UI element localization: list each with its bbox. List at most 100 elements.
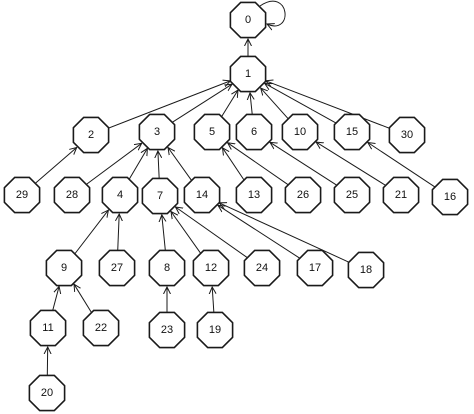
node-26: 26 — [284, 176, 322, 214]
edges — [34, 0, 437, 377]
node-shape — [235, 113, 273, 151]
edge-12-to-7 — [171, 212, 202, 255]
node-11: 11 — [29, 309, 67, 347]
node-20: 20 — [28, 374, 66, 412]
node-label: 6 — [251, 126, 257, 138]
node-label: 11 — [42, 322, 53, 334]
node-label: 14 — [196, 189, 208, 201]
node-28: 28 — [53, 176, 91, 214]
node-label: 30 — [401, 129, 413, 141]
edge-28-to-3 — [85, 143, 142, 186]
node-shape — [431, 178, 469, 216]
node-label: 2 — [88, 129, 94, 141]
node-shape — [388, 116, 426, 154]
node-shape — [347, 251, 385, 289]
node-label: 15 — [346, 126, 358, 138]
edge-21-to-10 — [316, 142, 387, 187]
node-shape — [243, 249, 281, 287]
node-label: 10 — [294, 126, 306, 138]
node-shape — [82, 309, 120, 347]
node-shape — [148, 249, 186, 287]
edge-24-to-7 — [176, 207, 249, 259]
node-label: 26 — [297, 189, 309, 201]
node-label: 22 — [95, 322, 107, 334]
edge-8-to-7 — [162, 215, 166, 252]
node-shape — [281, 113, 319, 151]
node-label: 3 — [154, 126, 160, 138]
node-label: 5 — [209, 126, 215, 138]
node-2: 2 — [72, 116, 110, 154]
edge-19-to-12 — [212, 287, 214, 314]
node-shape — [296, 249, 334, 287]
node-label: 27 — [111, 262, 123, 274]
node-6: 6 — [235, 113, 273, 151]
edge-10-to-1 — [261, 88, 290, 120]
node-label: 9 — [61, 262, 67, 274]
node-21: 21 — [382, 176, 420, 214]
node-19: 19 — [196, 311, 234, 349]
node-shape — [141, 177, 179, 215]
node-shape — [284, 176, 322, 214]
node-label: 24 — [256, 262, 268, 274]
node-label: 28 — [66, 189, 78, 201]
node-shape — [138, 113, 176, 151]
node-shape — [53, 176, 91, 214]
edge-13-to-5 — [223, 148, 246, 182]
edge-11-to-9 — [51, 286, 59, 312]
edge-6-to-1 — [250, 93, 252, 116]
node-22: 22 — [82, 309, 120, 347]
node-14: 14 — [183, 176, 221, 214]
node-18: 18 — [347, 251, 385, 289]
node-7: 7 — [141, 177, 179, 215]
node-12: 12 — [192, 249, 230, 287]
node-label: 8 — [164, 262, 170, 274]
node-24: 24 — [243, 249, 281, 287]
node-30: 30 — [388, 116, 426, 154]
edge-16-to-15 — [368, 143, 437, 189]
node-1: 1 — [229, 55, 267, 93]
node-label: 20 — [41, 387, 53, 399]
node-shape — [229, 1, 267, 39]
node-shape — [382, 176, 420, 214]
edge-14-to-3 — [168, 148, 193, 182]
node-25: 25 — [333, 176, 371, 214]
node-shape — [333, 176, 371, 214]
node-shape — [148, 311, 186, 349]
node-label: 17 — [309, 262, 321, 274]
node-4: 4 — [101, 176, 139, 214]
node-17: 17 — [296, 249, 334, 287]
edge-26-to-5 — [228, 143, 290, 186]
node-13: 13 — [235, 176, 273, 214]
node-label: 21 — [395, 189, 407, 201]
edge-7-to-3 — [158, 151, 159, 180]
edge-22-to-9 — [74, 284, 93, 314]
node-label: 13 — [248, 189, 260, 201]
node-label: 4 — [117, 189, 123, 201]
node-shape — [193, 113, 231, 151]
node-16: 16 — [431, 178, 469, 216]
edge-5-to-1 — [220, 90, 238, 118]
node-shape — [333, 113, 371, 151]
edge-30-to-1 — [266, 81, 392, 130]
edge-29-to-2 — [34, 148, 77, 185]
node-shape — [235, 176, 273, 214]
self-loop-edge-0 — [259, 0, 286, 26]
node-27: 27 — [98, 249, 136, 287]
node-label: 25 — [346, 189, 358, 201]
node-shape — [229, 55, 267, 93]
node-29: 29 — [3, 176, 41, 214]
node-label: 16 — [444, 191, 456, 203]
node-shape — [192, 249, 230, 287]
node-9: 9 — [45, 249, 83, 287]
node-shape — [101, 176, 139, 214]
edge-4-to-3 — [128, 148, 148, 181]
node-0: 0 — [229, 1, 267, 39]
node-shape — [183, 176, 221, 214]
node-5: 5 — [193, 113, 231, 151]
node-shape — [45, 249, 83, 287]
edge-9-to-4 — [73, 210, 108, 255]
node-label: 0 — [245, 14, 251, 26]
edge-15-to-1 — [265, 83, 338, 125]
node-label: 29 — [16, 189, 28, 201]
node-shape — [98, 249, 136, 287]
